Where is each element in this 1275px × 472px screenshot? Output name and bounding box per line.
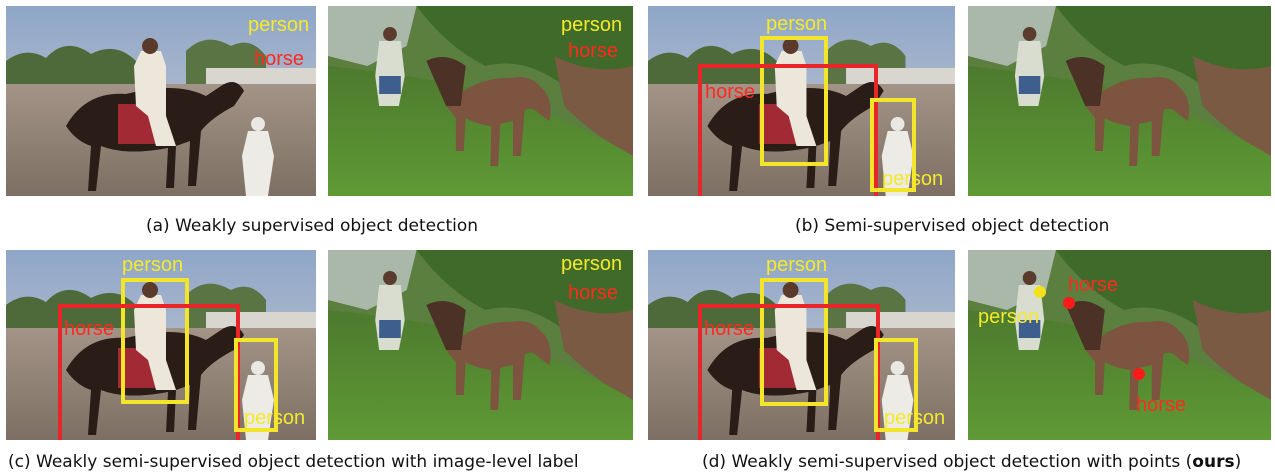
photo-c-left: person horse person: [6, 250, 316, 440]
photo-d-left: person horse person: [648, 250, 955, 440]
label-person: person: [978, 306, 1040, 328]
photo-a-right: person horse: [328, 6, 633, 196]
label-horse: horse: [64, 318, 115, 340]
label-person: person: [561, 253, 623, 275]
person-bbox: [760, 36, 828, 166]
label-person: person: [122, 254, 184, 276]
horse-point: [1063, 297, 1075, 309]
person-bbox: [874, 338, 918, 432]
label-horse: horse: [1136, 394, 1187, 416]
label-person: person: [766, 254, 828, 276]
label-horse: horse: [568, 282, 619, 304]
label-horse: horse: [568, 40, 619, 62]
label-person: person: [244, 407, 306, 429]
person-bbox: [870, 98, 916, 192]
label-person: person: [561, 14, 623, 36]
photo-b-right: [968, 6, 1271, 196]
scene-grass-horses: [328, 250, 633, 440]
label-horse: horse: [704, 318, 755, 340]
person-bbox: [121, 278, 189, 404]
person-bbox: [760, 278, 828, 406]
horse-point: [1133, 368, 1145, 380]
scene-grass-horses: [968, 250, 1271, 440]
caption-c: (c) Weakly semi-supervised object detect…: [8, 452, 579, 472]
label-person: person: [248, 14, 310, 36]
caption-d-prefix: (d) Weakly semi-supervised object detect…: [702, 452, 1193, 472]
label-horse: horse: [705, 81, 756, 103]
label-person: person: [766, 13, 828, 35]
scene-grass-horses: [968, 6, 1271, 196]
label-person: person: [884, 407, 946, 429]
horse-bbox: [698, 64, 878, 196]
label-horse: horse: [1068, 274, 1119, 296]
caption-b: (b) Semi-supervised object detection: [795, 216, 1110, 236]
horse-bbox: [698, 304, 880, 440]
photo-a-left: person horse: [6, 6, 316, 196]
caption-d-bold: ours: [1192, 452, 1235, 472]
person-bbox: [234, 338, 278, 432]
caption-d-suffix: ): [1234, 452, 1242, 472]
horse-bbox: [58, 304, 240, 440]
label-horse: horse: [254, 48, 305, 70]
label-person: person: [882, 168, 944, 190]
caption-a: (a) Weakly supervised object detection: [146, 216, 479, 236]
caption-d: (d) Weakly semi-supervised object detect…: [702, 452, 1241, 472]
person-point: [1034, 286, 1046, 298]
photo-b-left: person horse person: [648, 6, 955, 196]
photo-c-right: person horse: [328, 250, 633, 440]
photo-d-right: horse person horse: [968, 250, 1271, 440]
